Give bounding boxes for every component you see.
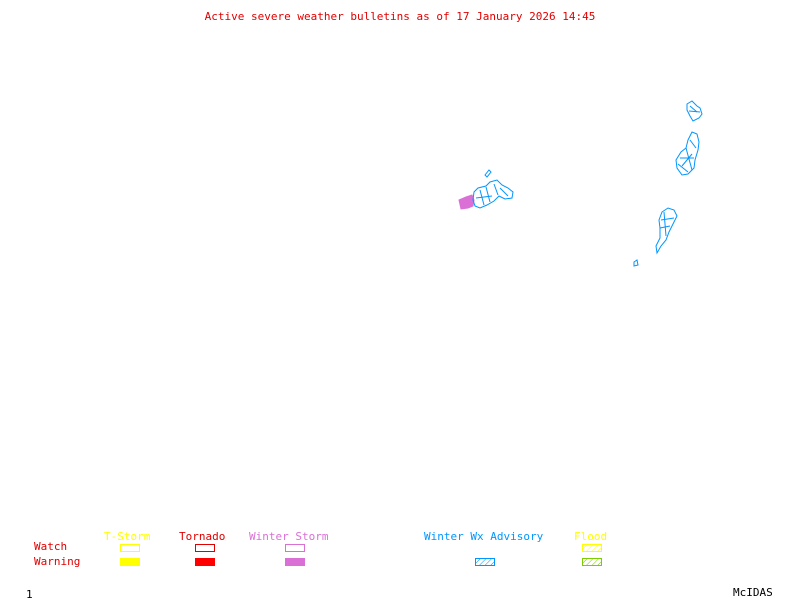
legend-label-tornado: Tornado (179, 530, 226, 543)
region-northeast-advisory-south (633, 207, 678, 267)
legend-label-winter-wx-advisory: Winter Wx Advisory (424, 530, 544, 543)
legend-swatch-tornado-watch (195, 544, 215, 552)
map-title: Active severe weather bulletins as of 17… (204, 10, 596, 23)
legend-label-winter-storm: Winter Storm (249, 530, 329, 543)
legend-swatch-tstorm-warning (120, 558, 140, 566)
legend-label-tstorm: T-Storm (104, 530, 151, 543)
region-great-lakes-winter-storm (458, 194, 475, 210)
region-northeast-advisory-north (686, 100, 703, 122)
region-northeast-advisory-mid (675, 131, 700, 176)
frame-number: 1 (26, 588, 33, 601)
legend-row-label-watch: Watch (34, 540, 68, 553)
legend-swatch-winter-storm-warning (285, 558, 305, 566)
legend-swatch-tstorm-watch (120, 544, 140, 552)
legend-row-label-warning: Warning (34, 555, 81, 568)
region-great-lakes-advisory (472, 169, 514, 209)
legend-swatch-winter-storm-watch (285, 544, 305, 552)
legend-swatch-winter-wx-advisory-warning (475, 558, 495, 566)
legend-swatch-flood-warning (582, 558, 602, 566)
legend-swatch-tornado-warning (195, 558, 215, 566)
legend-swatch-flood-watch (582, 544, 602, 552)
software-label: McIDAS (733, 586, 773, 599)
legend-label-flood: Flood (574, 530, 608, 543)
